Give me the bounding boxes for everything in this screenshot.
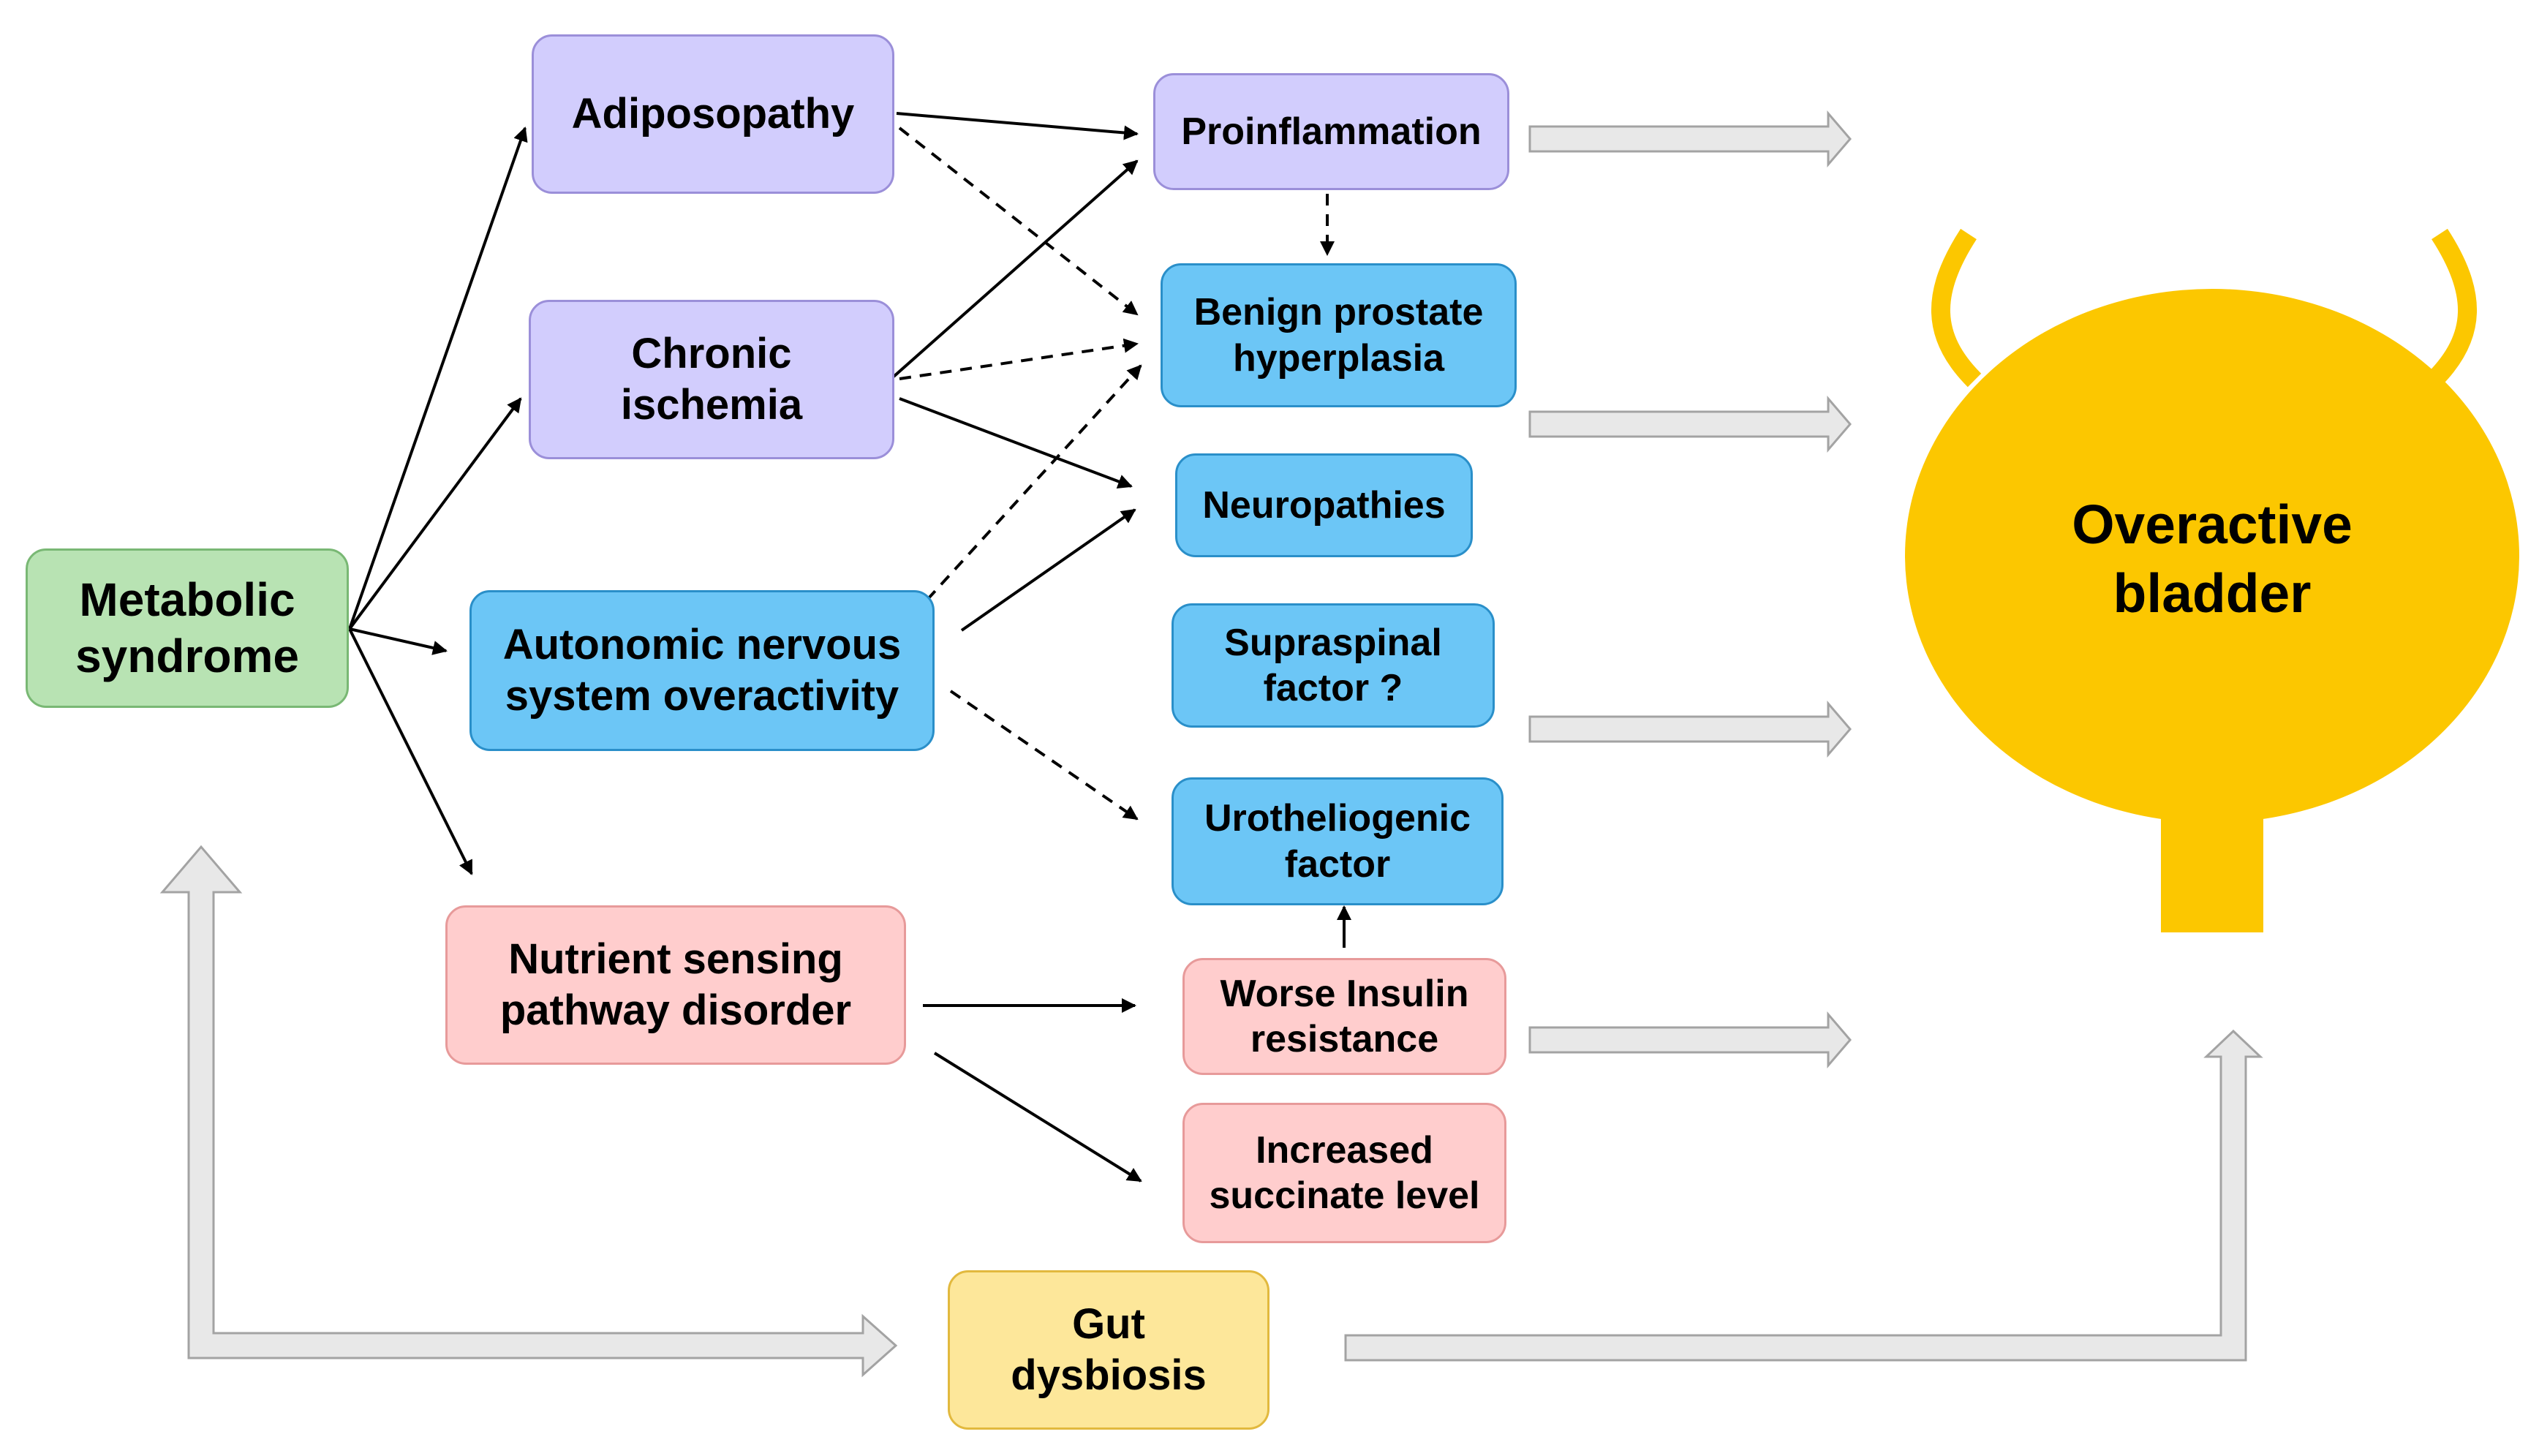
node-neuropathies: Neuropathies <box>1175 453 1473 557</box>
node-adiposopathy: Adiposopathy <box>532 34 894 194</box>
bladder-icon <box>1905 228 2519 932</box>
hollow-arrow-proinflammation <box>1528 110 1852 168</box>
arrow-autonomic-neuropathies <box>960 508 1136 632</box>
dashed-arrows <box>898 127 1335 821</box>
node-succinate-level: Increased succinate level <box>1182 1103 1506 1243</box>
dashed-arrow-autonomic-urotheliogenic <box>949 690 1139 821</box>
node-benign-prostate-hyperplasia: Benign prostate hyperplasia <box>1161 263 1517 407</box>
node-urotheliogenic-factor: Urotheliogenic factor <box>1172 777 1504 905</box>
arrow-adiposopathy-proinflammation <box>896 112 1139 140</box>
node-proinflammation: Proinflammation <box>1153 73 1509 190</box>
arrow-metabolic-autonomic <box>349 627 448 655</box>
node-gut-dysbiosis: Gut dysbiosis <box>948 1270 1270 1430</box>
hollow-arrow-bph <box>1528 395 1852 453</box>
arrow-nutrient-succinate <box>933 1052 1142 1182</box>
node-nutrient-sensing: Nutrient sensing pathway disorder <box>445 905 906 1065</box>
node-metabolic-syndrome: Metabolic syndrome <box>26 548 349 708</box>
hollow-arrows <box>159 110 2263 1378</box>
arrow-metabolic-nutrient <box>348 628 473 875</box>
node-insulin-resistance: Worse Insulin resistance <box>1182 958 1506 1075</box>
hollow-arrow-metabolic-gut-loop <box>159 845 898 1378</box>
dashed-arrow-ischemia-bph <box>899 338 1139 380</box>
node-chronic-ischemia: Chronic ischemia <box>529 300 894 459</box>
arrow-metabolic-ischemia <box>348 397 522 630</box>
hollow-arrow-insulin <box>1528 1011 1852 1069</box>
dashed-arrow-autonomic-bph <box>926 364 1142 601</box>
overactive-bladder-label: Overactive bladder <box>2072 494 2353 624</box>
arrow-ischemia-neuropathies <box>899 397 1133 489</box>
hollow-arrow-gut-to-bladder <box>1344 1029 2263 1362</box>
node-autonomic-overactivity: Autonomic nervous system overactivity <box>469 590 935 751</box>
dashed-arrow-adiposopathy-bph <box>898 127 1139 316</box>
solid-arrows <box>348 112 1351 1182</box>
node-supraspinal-factor: Supraspinal factor ? <box>1172 603 1495 728</box>
arrow-metabolic-adiposopathy <box>348 127 528 630</box>
hollow-arrow-supraspinal <box>1528 700 1852 758</box>
arrow-ischemia-proinflammation <box>892 159 1139 378</box>
